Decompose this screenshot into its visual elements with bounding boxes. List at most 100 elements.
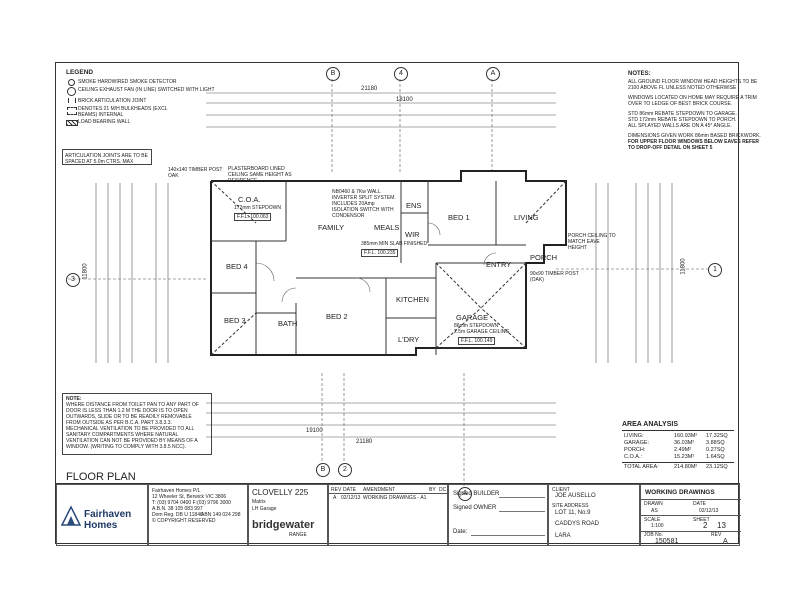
timber-post-note: 90x90 TIMBER POST (OAK) xyxy=(530,271,579,283)
rev-row-amendment: WORKING DRAWINGS - A1 xyxy=(363,495,427,501)
notes-line: STD 172mm REBATE STEPDOWN TO PORCH. xyxy=(628,117,737,123)
timber-post-left: 140x140 TIMBER POST OAK xyxy=(168,167,223,179)
site-street: CADDYS ROAD xyxy=(555,521,600,527)
area-label: C.O.A.: xyxy=(624,454,643,460)
dimension-lines xyxy=(68,79,708,487)
garage-side: LH Garage xyxy=(252,506,277,512)
dim-left-height: 11800 xyxy=(82,263,89,280)
room-ldry: L'DRY xyxy=(398,335,420,344)
title-block: Fairhaven Homes Fairhaven Homes P/L 12 W… xyxy=(56,483,741,546)
room-coa: C.O.A. xyxy=(238,195,261,204)
notes-line: WINDOWS LOCATED ON HOME MAY REQUIRE A TR… xyxy=(628,95,757,101)
company-name: Fairhaven Homes xyxy=(84,509,132,531)
rev-row-rev: A xyxy=(333,495,337,501)
facade: Matrix xyxy=(252,499,266,505)
area-m2: 160.93M² xyxy=(674,433,698,439)
grid-bubble-bottom-b: B xyxy=(316,463,330,477)
dim-overall-bottom: 21180 xyxy=(356,439,373,445)
notes-line: OVER TO LEDGE OF BEST BRICK COURSE. xyxy=(628,101,733,107)
grid-bubble-bottom-a: A xyxy=(458,487,472,501)
signed-builder: Signed BUILDER xyxy=(453,491,500,497)
area-sq: 17.32SQ xyxy=(706,433,728,439)
coa-ceiling-note: PLASTERBOARD LINED CEILING SAME HEIGHT A… xyxy=(228,166,292,184)
legend-item-load-bearing: LOAD BEARING WALL xyxy=(78,119,131,125)
drawing-type: WORKING DRAWINGS xyxy=(645,489,715,496)
garage-ffl: F.F.L. 100.149 xyxy=(458,337,496,345)
fairhaven-logo-icon xyxy=(60,505,82,526)
area-m2: 2.49M² xyxy=(674,447,692,453)
room-family: FAMILY xyxy=(318,223,345,232)
bulkhead-icon xyxy=(67,107,77,115)
notes-line: DIMENSIONS GIVEN WORK 86mm BASED BRICKWO… xyxy=(628,133,761,139)
dim-overall-top: 21180 xyxy=(361,86,378,92)
split-system-note: NB0460 & 7Kw WALL INVERTER SPLIT SYSTEM.… xyxy=(332,189,396,219)
notes-line: TO DROP-OFF DETAIL ON SHEET 5 xyxy=(628,145,713,151)
area-m2: 36.03M² xyxy=(674,440,695,446)
revision: A xyxy=(723,538,728,545)
area-label: GARAGE: xyxy=(624,440,650,446)
room-entry: ENTRY xyxy=(486,260,512,269)
legend-title: LEGEND xyxy=(66,69,94,76)
sheet-number: 2 xyxy=(703,521,708,530)
area-total-sq: 23.12SQ xyxy=(706,464,728,470)
room-bed2: BED 2 xyxy=(326,312,348,321)
room-bed4: BED 4 xyxy=(226,262,248,271)
garage-stepdown: 86mm STEPDOWN xyxy=(454,323,499,329)
area-total-m2: 214.80M² xyxy=(674,464,698,470)
floor-plan-title: FLOOR PLAN xyxy=(66,471,136,483)
date-label: Date: xyxy=(453,529,468,535)
area-sq: 3.88SQ xyxy=(706,440,725,446)
sheet-total: 13 xyxy=(717,521,726,530)
notes-line: FOR UPPER FLOOR WINDOWS BELOW EAVES REFE… xyxy=(628,139,760,145)
area-m2: 15.23M² xyxy=(674,454,695,460)
area-sq: 1.64SQ xyxy=(706,454,725,460)
coa-stepdown: 172mm STEPDOWN xyxy=(234,205,281,211)
signatures: Signed BUILDER Signed OWNER Date: xyxy=(448,484,548,546)
articulation-note: ARTICULATION JOINTS ARE TO BE SPACED AT … xyxy=(62,149,152,165)
legend-item-bulkhead: DENOTES 21 M/H BULKHEADS (EXCL BEAMS) IN… xyxy=(78,106,168,118)
client-details: CLIENT JOE AUSELLO SITE ADDRESS LOT 11, … xyxy=(548,484,640,546)
area-label: LIVING: xyxy=(624,433,644,439)
grid-bubble-top-4: 4 xyxy=(394,67,408,81)
room-meals: MEALS xyxy=(374,223,400,232)
notes-title: NOTES: xyxy=(628,71,651,77)
notes-line: ALL SPLAYED WALLS ARE ON A 45° ANGLE. xyxy=(628,123,732,129)
plan-note: NOTE: WHERE DISTANCE FROM TOILET PAN TO … xyxy=(62,393,212,455)
room-bed1: BED 1 xyxy=(448,213,470,222)
family-slab-note: 385mm MIN SLAB FINISHED xyxy=(361,241,428,247)
room-garage: GARAGE xyxy=(456,313,489,322)
room-ens: ENS xyxy=(406,201,422,210)
legend-item-fan: CEILING EXHAUST FAN (IN LINE) SWITCHED W… xyxy=(78,87,215,93)
notes-line: 2100 ABOVE FL UNLESS NOTED OTHERWISE xyxy=(628,85,737,91)
legend: LEGEND SMOKE HARDWIRED SMOKE DETECTOR CE… xyxy=(62,67,215,127)
room-porch: PORCH xyxy=(530,253,558,262)
drawing-info: WORKING DRAWINGS DRAWN AS DATE 02/12/13 … xyxy=(640,484,741,546)
grid-bubble-top-a: A xyxy=(486,67,500,81)
rev-row-date: 02/12/13 xyxy=(341,495,361,501)
general-notes: NOTES: ALL GROUND FLOOR WINDOW HEAD HEIG… xyxy=(626,69,761,151)
grid-bubble-top-b: B xyxy=(326,67,340,81)
coa-ffl: F.F.L. 100.063 xyxy=(234,213,272,221)
family-ffl: F.F.L. 100.235 xyxy=(361,249,399,257)
logo-cell: Fairhaven Homes xyxy=(56,484,148,546)
area-label: PORCH: xyxy=(624,447,646,453)
smoke-detector-icon xyxy=(68,79,75,86)
estate-sub: RANGE xyxy=(289,532,307,538)
room-kitchen: KITCHEN xyxy=(396,295,429,304)
dim-overall-top-2: 18100 xyxy=(396,97,413,103)
signed-owner: Signed OWNER xyxy=(453,505,497,511)
room-living: LIVING xyxy=(514,213,539,222)
drawing-sheet: LEGEND SMOKE HARDWIRED SMOKE DETECTOR CE… xyxy=(55,62,761,546)
articulation-joint-icon xyxy=(68,98,76,103)
house-details: CLOVELLY 225 Matrix LH Garage bridgewate… xyxy=(248,484,328,546)
legend-item-smoke: SMOKE HARDWIRED SMOKE DETECTOR xyxy=(78,79,177,85)
job-number: 150581 xyxy=(655,538,679,545)
legend-item-articulation: BRICK ARTICULATION JOINT xyxy=(78,98,147,104)
company-details: Fairhaven Homes P/L 12 Wheeler St, Berwi… xyxy=(148,484,248,546)
exhaust-fan-icon xyxy=(67,87,76,96)
room-bed3: BED 3 xyxy=(224,316,246,325)
garage-ceiling: 2.5m GARAGE CEILING xyxy=(454,329,510,335)
room-wir: WIR xyxy=(405,230,420,239)
notes-line: ALL GROUND FLOOR WINDOW HEAD HEIGHTS TO … xyxy=(628,79,758,85)
house-name: CLOVELLY 225 xyxy=(252,488,309,497)
